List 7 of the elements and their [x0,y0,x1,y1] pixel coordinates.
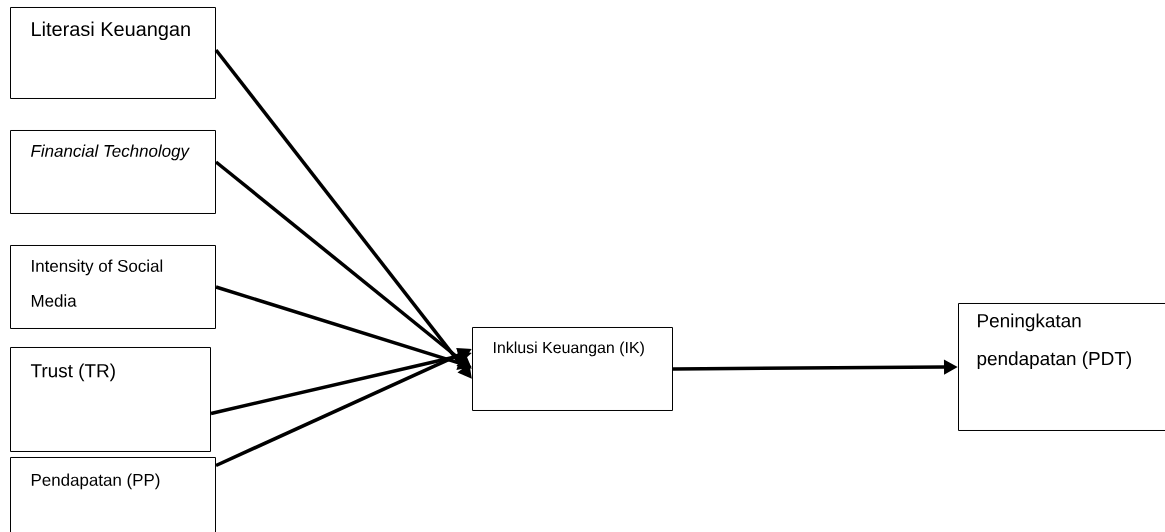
box: Trust (TR) [10,347,211,452]
box: Inklusi Keuangan (IK) [472,327,673,411]
box: Literasi Keuangan [10,7,216,99]
box: Peningkatan pendapatan (PDT) [958,303,1165,431]
box: Financial Technology [10,130,216,214]
box: Pendapatan (PP) [10,457,216,532]
box: Intensity of Social Media [10,245,216,329]
